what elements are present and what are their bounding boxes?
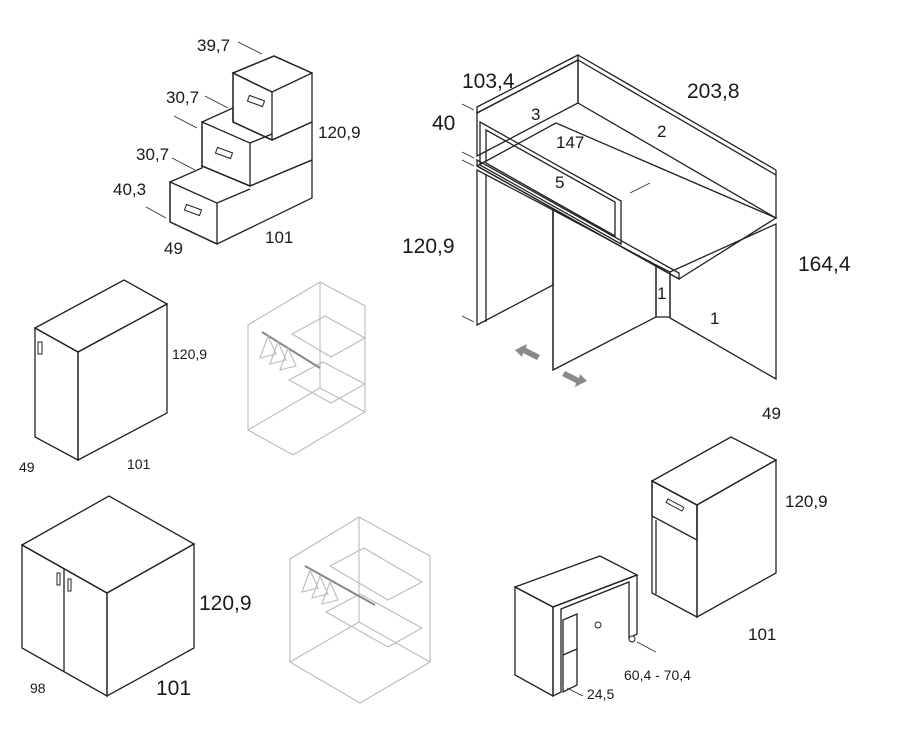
cabinet2-depth: 98 xyxy=(30,680,46,696)
loft-top-length: 203,8 xyxy=(687,80,740,103)
stair-step-height: 40,3 xyxy=(113,180,146,199)
cabinet1-width: 101 xyxy=(127,456,151,472)
wardrobe-interior-2 xyxy=(289,516,431,704)
loft-top-depth: 103,4 xyxy=(462,70,515,93)
loft-inner-length: 147 xyxy=(556,133,584,152)
cabinet2-height: 120,9 xyxy=(199,592,252,615)
stair-width: 101 xyxy=(265,228,293,247)
panel-1a-label: 1 xyxy=(657,284,666,303)
pull-out-depth: 24,5 xyxy=(587,686,614,702)
stair-depth: 49 xyxy=(164,239,183,258)
panel-2-label: 2 xyxy=(657,122,666,141)
loft-height-left: 120,9 xyxy=(402,235,455,258)
cabinet-two-door xyxy=(20,495,196,698)
cabinet-one-door xyxy=(33,279,169,462)
desk-drawer-unit xyxy=(650,436,778,619)
wardrobe-interior-1 xyxy=(247,281,367,456)
stair-step-width-3: 30,7 xyxy=(136,145,169,164)
cabinet1-depth: 49 xyxy=(19,459,35,475)
stair-height: 120,9 xyxy=(318,123,361,142)
desk-drawer-height: 120,9 xyxy=(785,492,828,511)
cabinet2-width: 101 xyxy=(156,677,191,700)
panel-5-label: 5 xyxy=(555,173,564,192)
stair-step-width-1: 39,7 xyxy=(197,36,230,55)
panel-3-label: 3 xyxy=(531,105,540,124)
pull-out-desk xyxy=(513,555,657,698)
loft-desk xyxy=(461,53,778,387)
loft-depth: 49 xyxy=(762,404,781,423)
pull-out-extension: 60,4 - 70,4 xyxy=(624,667,691,683)
desk-drawer-width: 101 xyxy=(748,625,776,644)
loft-rail-height: 40 xyxy=(432,112,455,135)
loft-height-total: 164,4 xyxy=(798,253,851,276)
panel-1b-label: 1 xyxy=(710,309,719,328)
stair-step-width-2: 30,7 xyxy=(166,88,199,107)
stair-unit xyxy=(145,41,314,246)
cabinet1-height: 120,9 xyxy=(172,346,207,362)
